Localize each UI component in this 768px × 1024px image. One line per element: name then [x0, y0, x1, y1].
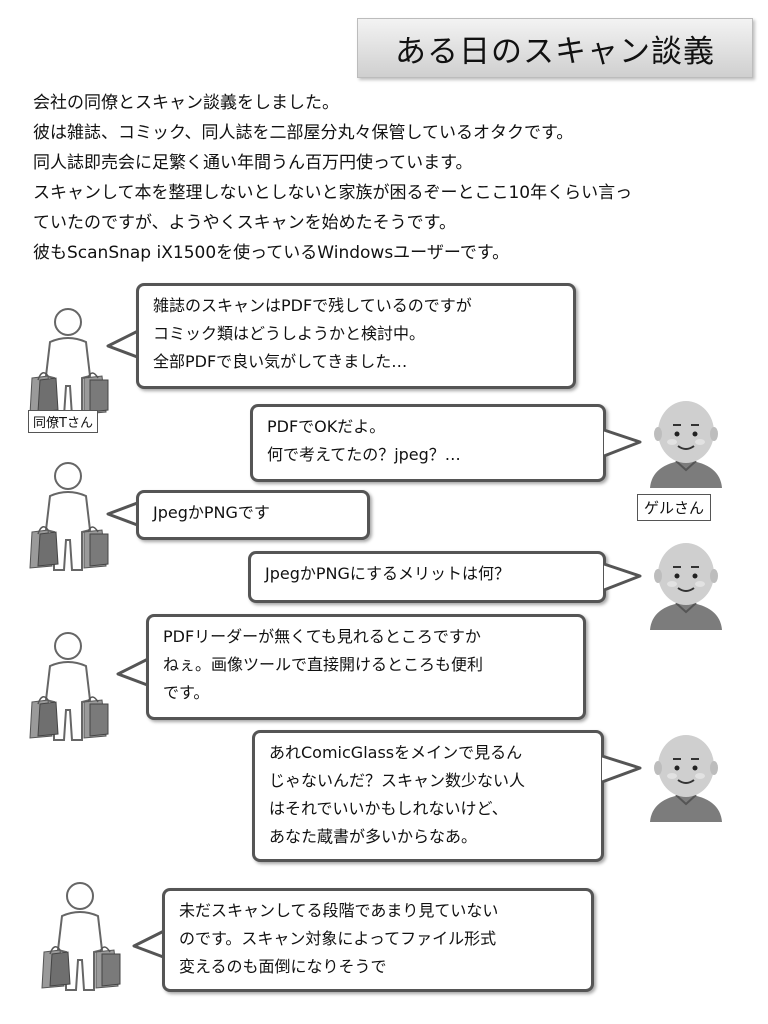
- bubble-line: あなた蔵書が多いからなあ。: [269, 827, 478, 846]
- bubble-line: 変えるのも面倒になりそうで: [179, 957, 387, 976]
- bubble-line: のです。スキャン対象によってファイル形式: [179, 929, 497, 948]
- bubble-line: ねぇ。画像ツールで直接開けるところも便利: [163, 655, 484, 674]
- bubble-tail: [116, 656, 151, 688]
- bubble-line: 雑誌のスキャンはPDFで残しているのですが: [153, 296, 472, 315]
- gel-figure: [649, 542, 723, 631]
- bubble-line: あれComicGlassをメインで見るん: [269, 743, 523, 762]
- bubble-line: JpegかPNGにするメリットは何？: [265, 564, 511, 583]
- gel-label: ゲルさん: [637, 494, 712, 521]
- bubble-line: じゃないんだ？スキャン数少ない人: [269, 771, 526, 790]
- bubble-tail: [601, 754, 642, 784]
- speech-bubble: あれComicGlassをメインで見るん じゃないんだ？スキャン数少ない人 はそ…: [252, 730, 604, 862]
- intro-line: ていたのですが、ようやくスキャンを始めたそうです。: [33, 213, 456, 233]
- bubble-line: コミック類はどうしようかと検討中。: [153, 324, 426, 343]
- intro-line: スキャンして本を整理しないとしないと家族が困るぞーとここ10年くらい言っ: [33, 183, 633, 203]
- speech-bubble: PDFリーダーが無くても見れるところですか ねぇ。画像ツールで直接開けるところも…: [146, 614, 586, 720]
- gel-figure: [649, 734, 723, 823]
- colleague-figure: [41, 882, 121, 991]
- bubble-tail: [106, 500, 141, 528]
- title-box: ある日のスキャン談義: [357, 18, 753, 78]
- intro-line: 同人誌即売会に足繁く通い年間うん百万円使っています。: [33, 153, 473, 173]
- speech-bubble: PDFでOKだよ。 何で考えてたの？jpeg？…: [250, 404, 606, 482]
- bubble-tail: [106, 328, 141, 360]
- bubble-tail: [132, 928, 167, 960]
- bubble-tail: [603, 428, 642, 458]
- speech-bubble: JpegかPNGにするメリットは何？: [248, 551, 606, 603]
- page-title: ある日のスキャン談義: [395, 33, 715, 70]
- bubble-tail: [603, 562, 642, 592]
- intro-text: 会社の同僚とスキャン談義をしました。 彼は雑誌、コミック、同人誌を二部屋分丸々保…: [33, 88, 753, 268]
- intro-line: 彼もScanSnap iX1500を使っているWindowsユーザーです。: [33, 243, 510, 263]
- speech-bubble: 雑誌のスキャンはPDFで残しているのですが コミック類はどうしようかと検討中。 …: [136, 283, 576, 389]
- bubble-line: 全部PDFで良い気がしてきました…: [153, 352, 408, 371]
- bubble-line: 何で考えてたの？jpeg？…: [267, 445, 461, 464]
- intro-line: 彼は雑誌、コミック、同人誌を二部屋分丸々保管しているオタクです。: [33, 123, 574, 143]
- colleague-figure: [29, 308, 109, 417]
- gel-figure: [649, 400, 723, 489]
- colleague-label: 同僚Tさん: [28, 410, 98, 433]
- speech-bubble: JpegかPNGです: [136, 490, 370, 540]
- bubble-line: PDFリーダーが無くても見れるところですか: [163, 627, 481, 646]
- bubble-line: です。: [163, 683, 210, 702]
- bubble-line: JpegかPNGです: [153, 503, 270, 522]
- bubble-line: はそれでいいかもしれないけど、: [269, 799, 508, 818]
- speech-bubble: 未だスキャンしてる段階であまり見ていない のです。スキャン対象によってファイル形…: [162, 888, 594, 992]
- colleague-figure: [29, 632, 109, 741]
- bubble-line: 未だスキャンしてる段階であまり見ていない: [179, 901, 499, 920]
- colleague-figure: [29, 462, 109, 571]
- bubble-line: PDFでOKだよ。: [267, 417, 386, 436]
- intro-line: 会社の同僚とスキャン談義をしました。: [33, 93, 339, 113]
